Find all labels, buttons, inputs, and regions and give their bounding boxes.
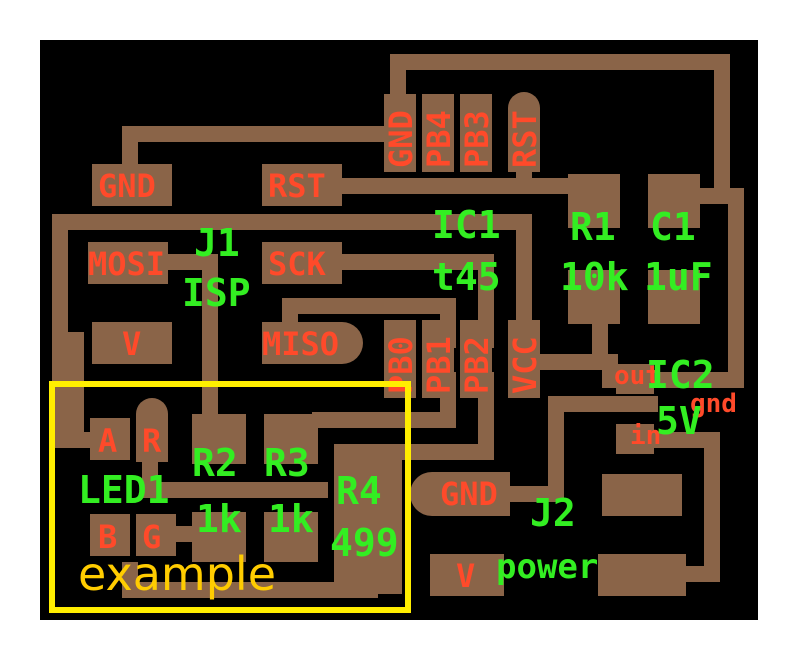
label-miso: MISO — [262, 325, 339, 363]
pad-v-j2 — [430, 554, 504, 596]
trace-led-b — [122, 562, 378, 598]
pad-led-r — [136, 398, 168, 462]
label-gnd-left: GND — [98, 167, 156, 205]
pad-r1-top — [568, 174, 620, 228]
label-vcc: VCC — [506, 336, 544, 394]
pad-gnd-isp — [92, 164, 172, 206]
pad-pb4 — [422, 94, 454, 172]
pad-r2-bottom — [192, 512, 246, 562]
pad-ic2-in — [616, 424, 654, 454]
label-pb2: PB2 — [458, 336, 496, 394]
pad-pb2 — [460, 320, 492, 398]
label-led-g: G — [142, 518, 161, 556]
label-led1-ref: LED1 — [78, 468, 170, 512]
pad-led-g — [136, 514, 176, 556]
pad-rst-isp — [262, 164, 342, 206]
trace-gnd-top-to-c1 — [390, 54, 730, 204]
pad-labels: GND PB4 PB3 RST PB0 PB1 PB2 VCC GND RST … — [88, 110, 737, 595]
trace-mosi — [162, 254, 218, 428]
trace-pb2-r4 — [392, 372, 494, 460]
trace-ic2-in — [642, 432, 720, 582]
label-v-j2: V — [456, 557, 475, 595]
pad-r3-bottom — [264, 512, 318, 562]
trace-vcc-ic2 — [516, 354, 618, 388]
trace-c1-to-ic2 — [642, 188, 744, 388]
label-ic2-val: 5V — [656, 399, 702, 443]
pad-gnd-j2 — [410, 472, 510, 516]
label-mosi: MOSI — [88, 245, 165, 283]
label-gnd-top: GND — [382, 110, 420, 168]
pad-r4 — [334, 444, 402, 594]
label-gnd-j2: GND — [440, 475, 498, 513]
label-r3-val: 1k — [268, 497, 314, 541]
label-j1-name: ISP — [182, 271, 251, 315]
label-r2-ref: R2 — [192, 441, 238, 485]
trace-led-r — [142, 462, 328, 498]
pad-vcc — [508, 320, 540, 398]
label-rst-top: RST — [506, 110, 544, 168]
label-r4-val: 499 — [330, 521, 399, 565]
pad-r2-top — [192, 414, 246, 464]
trace-j2-gnd — [502, 396, 658, 502]
label-j1-ref: J1 — [194, 221, 240, 265]
label-led-a: A — [98, 422, 117, 460]
label-ic2-out: out — [614, 361, 661, 391]
pad-rst-top — [508, 92, 540, 172]
pad-r1-bottom — [568, 270, 620, 324]
label-j2-name: power — [496, 547, 598, 587]
pad-sck — [262, 242, 342, 284]
example-highlight-box — [49, 381, 411, 613]
label-r1-ref: R1 — [570, 205, 616, 249]
label-ic2-ref: IC2 — [646, 353, 715, 397]
pad-mosi — [88, 242, 168, 284]
label-r3-ref: R3 — [264, 441, 310, 485]
label-v-left: V — [122, 325, 141, 363]
label-r1-val: 10k — [560, 255, 629, 299]
pad-c1-top — [648, 174, 700, 228]
label-rst-left: RST — [268, 167, 326, 205]
label-sck: SCK — [268, 245, 327, 283]
label-pb1: PB1 — [420, 336, 458, 394]
label-r4-ref: R4 — [336, 469, 382, 513]
label-j2-ref: J2 — [530, 491, 576, 535]
label-pb3: PB3 — [458, 110, 496, 168]
pad-gnd-top — [384, 94, 416, 172]
label-ic2-in: in — [630, 421, 661, 451]
pad-pb1 — [422, 320, 454, 398]
label-c1-ref: C1 — [650, 205, 696, 249]
component-labels: J1 ISP IC1 t45 R1 10k C1 1uF IC2 5V R2 1… — [78, 203, 715, 587]
copper-pads — [88, 92, 700, 596]
label-c1-val: 1uF — [644, 255, 713, 299]
pad-pb3 — [460, 94, 492, 172]
trace-sck — [322, 254, 494, 348]
label-ic1-ref: IC1 — [432, 203, 501, 247]
label-ic1-name: t45 — [432, 255, 501, 299]
label-r2-val: 1k — [196, 497, 242, 541]
pad-r3-top — [264, 414, 318, 464]
pad-led-b — [90, 514, 130, 556]
pad-j2-bottom — [598, 554, 686, 596]
label-ic2-gnd: gnd — [690, 389, 737, 419]
pad-j2-mid — [602, 474, 682, 516]
pad-led-a — [90, 418, 130, 460]
trace-vcc-loop — [52, 214, 532, 448]
label-pb4: PB4 — [420, 110, 458, 168]
pad-miso — [262, 322, 363, 364]
label-led-r: R — [142, 422, 162, 460]
pad-ic2-out — [616, 364, 654, 394]
label-led-b: B — [98, 518, 117, 556]
example-label: example — [78, 547, 276, 601]
pad-c1-bottom — [648, 270, 700, 324]
pad-v-isp — [92, 322, 172, 364]
